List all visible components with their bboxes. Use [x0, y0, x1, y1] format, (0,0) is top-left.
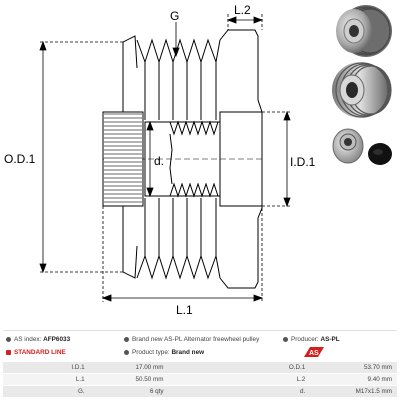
info-icon [124, 349, 129, 355]
description-text: Brand new AS-PL Alternator freewheel pul… [132, 336, 260, 343]
table-row: I.D.1 17.00 mm O.D.1 53.70 mm [3, 362, 397, 374]
svg-text:AS: AS [309, 350, 319, 357]
spec-value: 6 qty [89, 385, 169, 398]
product-type-value: Brand new [171, 349, 205, 356]
spec-value: 17.00 mm [89, 362, 169, 374]
spec-value: 53.70 mm [310, 362, 397, 374]
table-row: L.1 50.50 mm L.2 9.40 mm [3, 373, 397, 386]
spec-key: O.D.1 [168, 362, 311, 374]
divider [3, 330, 397, 331]
spec-value: 50.50 mm [89, 373, 169, 386]
as-index-value: AFP6033 [43, 336, 71, 343]
label-l2: L.2 [234, 3, 251, 17]
spec-key: L.2 [168, 373, 311, 386]
product-photo-side [332, 62, 392, 118]
product-info: AS index: AFP6033 STANDARD LINE Brand ne… [0, 333, 400, 361]
spec-value: 9.40 mm [310, 373, 397, 386]
producer-label: Producer: [291, 336, 319, 343]
gear-icon [6, 336, 11, 342]
spec-key: L.1 [3, 373, 90, 386]
description: Brand new AS-PL Alternator freewheel pul… [124, 335, 259, 344]
product-type-label: Product type: [132, 349, 170, 356]
factory-icon [283, 336, 288, 342]
spec-key: G. [3, 385, 90, 398]
producer: Producer: AS-PL [283, 335, 340, 344]
label-d: d. [154, 154, 164, 168]
thread-bottom [169, 182, 219, 198]
standard-line-label: STANDARD LINE [14, 349, 66, 356]
thread-top [169, 120, 219, 136]
table-row: G. 6 qty d. M17x1.5 mm [3, 385, 397, 398]
producer-value: AS-PL [320, 336, 340, 343]
label-od1: O.D.1 [4, 152, 36, 166]
label-id1: I.D.1 [290, 155, 316, 169]
product-type: Product type: Brand new [124, 348, 204, 357]
technical-drawing: G L.2 O.D.1 I.D.1 d. L.1 [4, 3, 316, 317]
product-photo-front [336, 5, 392, 57]
as-index: AS index: AFP6033 [6, 335, 70, 344]
standard-line-icon [6, 349, 11, 355]
standard-line-badge: STANDARD LINE [6, 348, 66, 357]
specs-table: I.D.1 17.00 mm O.D.1 53.70 mm L.1 50.50 … [3, 362, 397, 398]
label-g: G [170, 9, 179, 23]
as-index-label: AS index: [14, 336, 42, 343]
spec-value: M17x1.5 mm [310, 385, 397, 398]
groove-profile-bottom [136, 254, 221, 280]
info-icon [124, 336, 129, 342]
spec-key: d. [168, 385, 311, 398]
groove-profile-top [136, 38, 221, 64]
label-l1: L.1 [176, 303, 193, 317]
product-photo-parts [332, 128, 392, 165]
spec-key: I.D.1 [3, 362, 90, 374]
as-logo: AS [304, 347, 324, 357]
